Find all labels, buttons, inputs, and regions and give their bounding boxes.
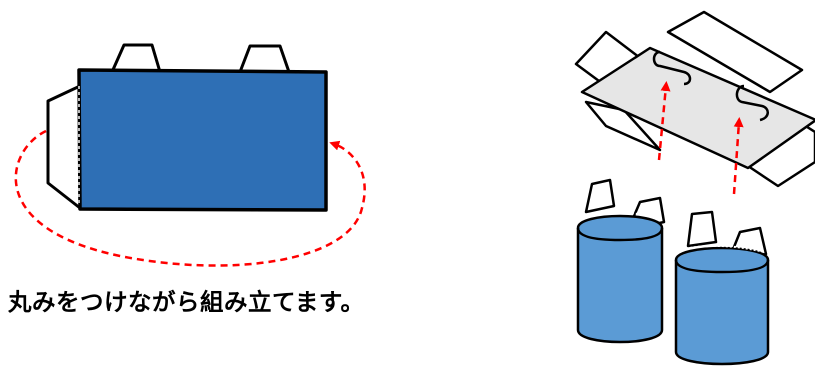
insert-arrow-left	[657, 81, 671, 161]
tray-slot-left	[652, 50, 692, 86]
tray-slot-right	[735, 84, 769, 122]
template-body	[77, 68, 328, 212]
side-flap	[46, 84, 82, 210]
tray-flap-bottom-left	[584, 100, 662, 152]
flat-template	[46, 43, 328, 212]
cup-right-rim	[674, 259, 770, 274]
curl-arrow	[14, 129, 366, 267]
insert-arrow-right	[732, 117, 744, 195]
cup-right-body	[674, 246, 770, 366]
tray-base	[580, 46, 815, 170]
tray-flap-top-right	[666, 10, 804, 94]
assembly-caption: 丸みをつけながら組み立てます。	[8, 288, 365, 316]
cup-left-body	[576, 214, 664, 344]
cup-left-tab-1	[584, 178, 616, 214]
cup-left	[576, 178, 666, 344]
cup-right	[674, 210, 770, 366]
cup-left-rim	[576, 227, 664, 242]
tray-template	[574, 10, 815, 188]
cup-right-tab-1	[686, 210, 718, 248]
top-tab-left	[110, 43, 162, 74]
top-tab-right	[238, 44, 291, 74]
